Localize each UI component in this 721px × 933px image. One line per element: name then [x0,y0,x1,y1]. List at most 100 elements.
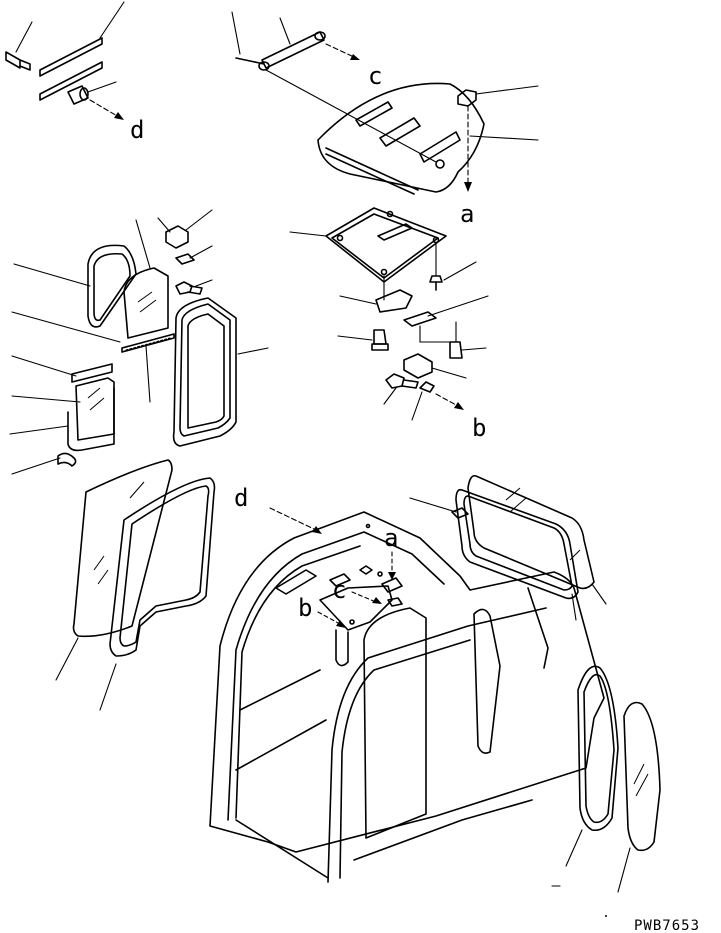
rail-strip-part [121,333,175,353]
leader-line [469,135,539,141]
arrowhead [350,54,360,60]
leader-line [571,593,577,621]
bolt-part [385,373,419,389]
lower-frame-part [67,387,115,452]
arrowhead [114,112,124,120]
direction-arrow-c [351,591,377,603]
arrowhead [336,620,346,628]
small-bracket-part [165,225,189,249]
leader-line [289,231,327,237]
leader-line [443,261,477,281]
drawing-code: PWB7653 [634,918,700,933]
leader-line [157,217,171,233]
arrowhead [388,572,396,580]
leader-line [383,387,397,405]
rear-seal-part [577,665,619,832]
leader-line [55,637,79,681]
direction-arrow-c [325,43,357,59]
direction-arrow-d [269,507,317,531]
callout-b-cab: b [298,594,312,622]
hinge-plate-part [403,311,437,327]
block-part [403,353,433,379]
leader-line [279,17,291,45]
assembly-line [265,69,437,163]
leader-line [11,355,77,377]
leader-line [189,245,213,259]
bracket-plate-part [325,207,447,283]
direction-arrow-b [317,611,341,625]
plate-part [39,37,103,101]
assembly-line [419,321,457,343]
roof-window-group [409,474,607,621]
leader-line [617,847,631,893]
bolt-part [175,281,203,295]
leader-line [411,391,423,421]
nut-part [457,89,477,107]
leader-line [591,583,607,605]
leader-line [461,347,487,351]
leader-line [337,335,373,341]
leader-line [99,1,125,39]
front-glass-part [72,459,173,638]
leader-line [409,497,457,513]
gas-strut-part [235,31,326,71]
leader-line [15,21,33,53]
leader-line [237,347,269,355]
guide-rail-part [71,363,113,383]
bolt-part [5,51,31,71]
callout-a-cab: a [384,524,398,552]
callout-c-cab: c [332,576,346,604]
latch-part [451,507,469,519]
cab-frame-part [209,511,605,883]
roof-cover-part [317,82,485,195]
leader-line [11,395,81,403]
bolt-part [429,275,443,291]
upper-glass-part [123,267,169,339]
leader-line [99,663,117,711]
leader-line [431,367,467,379]
leader-line [87,81,117,93]
small-clip-part [175,253,195,265]
callout-d-top: d [130,116,144,144]
arrowhead [454,402,464,410]
arrowhead [312,526,322,534]
seal-clip-part [57,452,77,467]
roof-group: c a [231,11,539,228]
clip-part [375,289,413,313]
dot-mark [605,915,607,917]
callout-a-top: a [460,200,474,228]
window-seal-part [87,244,137,328]
leader-line [339,295,377,305]
leader-line [231,11,241,55]
leader-line [195,279,213,287]
leader-line [135,219,151,269]
callout-d-cab: d [234,484,248,512]
lower-glass-part [75,377,115,441]
leader-line [185,209,213,231]
spacer-part [67,85,89,105]
door-window-group [9,209,269,475]
front-window-group [55,459,216,711]
top-left-hardware-group: d [5,1,144,144]
direction-arrow-b [435,393,459,407]
clip-part [419,381,435,393]
front-seal-part [109,477,216,657]
leader-line [9,425,69,435]
leader-line [13,263,91,287]
rear-glass-part [623,701,661,852]
roof-seal-part [455,488,579,600]
callout-b-right: b [472,414,486,442]
callout-c-top: c [368,62,382,90]
leader-line [145,345,151,403]
leader-line [475,85,539,95]
door-sash-part [172,297,237,447]
leader-line [11,457,61,475]
bolt-part [371,329,389,351]
leader-line [565,829,583,867]
bolt-part [449,341,463,359]
leader-line [11,311,121,343]
bracket-group: b [289,207,489,442]
arrowhead [464,182,472,192]
rear-window-group [565,665,661,893]
